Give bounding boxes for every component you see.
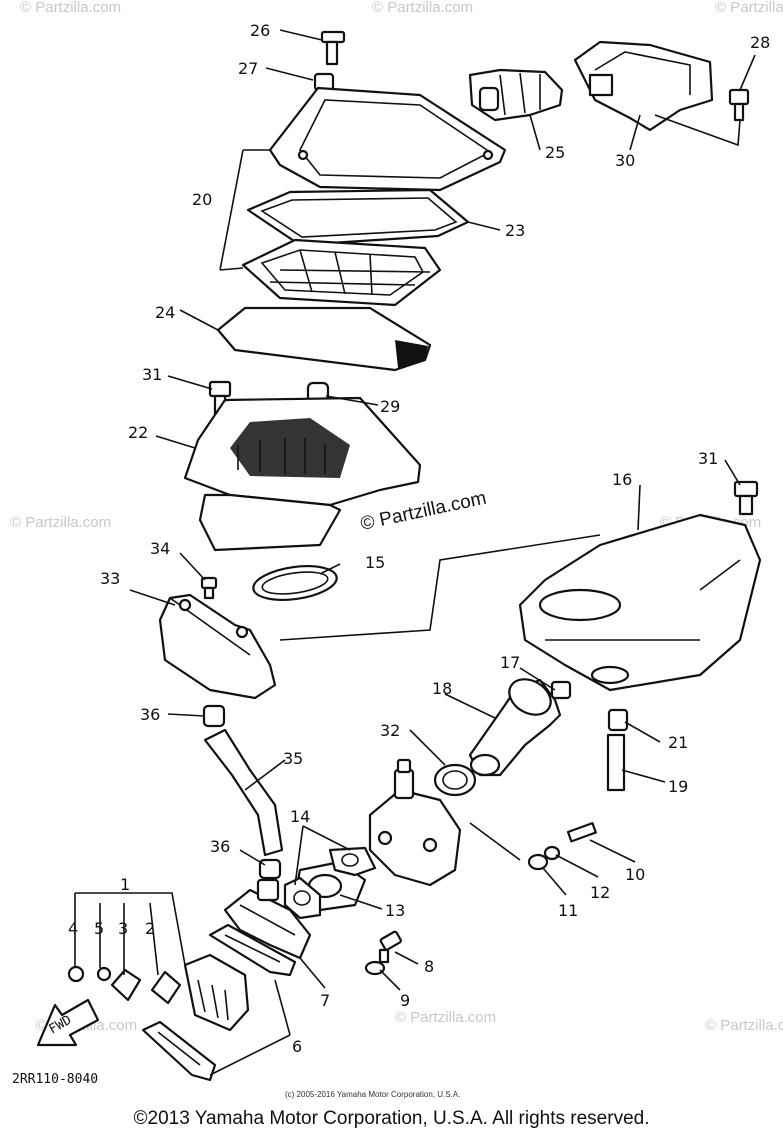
callout-24: 24 — [155, 303, 175, 322]
callout-7: 7 — [320, 991, 330, 1010]
callout-9: 9 — [400, 991, 410, 1010]
watermark-faint: © Partzilla.com — [20, 0, 121, 16]
watermark-faint: © Partzilla.com — [705, 1017, 783, 1034]
screw-4 — [67, 965, 85, 983]
filter-foam-24 — [216, 306, 432, 372]
bolt-34 — [200, 576, 218, 600]
hose-35 — [203, 728, 284, 857]
carburetor-joint-18 — [468, 678, 562, 777]
stopper-3 — [110, 968, 142, 1002]
fwd-arrow: FWD — [36, 998, 100, 1047]
intake-duct-25 — [468, 68, 564, 122]
callout-12: 12 — [590, 883, 610, 902]
footer-copyright: ©2013 Yamaha Motor Corporation, U.S.A. A… — [133, 1108, 650, 1129]
callout-33: 33 — [100, 569, 120, 588]
callout-15: 15 — [365, 553, 385, 572]
watermark-faint: © Partzilla.com — [10, 514, 111, 531]
callout-26: 26 — [250, 21, 270, 40]
watermark-faint: © Partzilla.com — [395, 1009, 496, 1026]
callout-19: 19 — [668, 777, 688, 796]
drawing-code: 2RR110-8040 — [12, 1072, 98, 1087]
clamp-36-bottom — [258, 858, 282, 880]
callout-31: 31 — [698, 449, 718, 468]
clamp-36-top — [202, 704, 226, 728]
gasket-14 — [328, 846, 377, 877]
washer-9 — [364, 960, 386, 976]
callout-27: 27 — [238, 59, 258, 78]
washer-12 — [543, 845, 561, 861]
callout-28: 28 — [750, 33, 770, 52]
callout-11: 11 — [558, 901, 578, 920]
callout-30: 30 — [615, 151, 635, 170]
callout-4: 4 — [68, 919, 78, 938]
cover-33 — [158, 593, 277, 700]
intake-silencer-30 — [573, 40, 714, 132]
gasket-6-upper — [208, 923, 297, 977]
callout-23: 23 — [505, 221, 525, 240]
gasket-14-b — [283, 876, 322, 920]
bolt-28 — [728, 88, 750, 122]
callout-14: 14 — [290, 807, 310, 826]
callout-29: 29 — [380, 397, 400, 416]
watermark-faint: © Partzilla.com — [715, 0, 783, 16]
gasket-15 — [252, 565, 338, 601]
manifold-7 — [223, 878, 312, 960]
callout-36: 36 — [210, 837, 230, 856]
callout-13: 13 — [385, 901, 405, 920]
clamp-32 — [433, 763, 477, 797]
air-filter-element — [241, 238, 442, 307]
callout-2: 2 — [145, 919, 155, 938]
callout-22: 22 — [128, 423, 148, 442]
air-box-cover-20 — [268, 86, 507, 192]
watermark-faint: © Partzilla.com — [372, 0, 473, 16]
callout-10: 10 — [625, 865, 645, 884]
callout-34: 34 — [150, 539, 170, 558]
callout-16: 16 — [612, 470, 632, 489]
washer-5 — [96, 966, 112, 982]
callout-8: 8 — [424, 957, 434, 976]
bolt-8 — [378, 930, 402, 964]
reed-2 — [150, 970, 182, 1005]
callout-5: 5 — [94, 919, 104, 938]
callout-25: 25 — [545, 143, 565, 162]
callout-20: 20 — [192, 190, 212, 209]
callout-21: 21 — [668, 733, 688, 752]
gasket-23 — [246, 188, 470, 247]
watermark-center: © Partzilla.com — [359, 488, 489, 535]
callout-1: 1 — [120, 875, 130, 894]
callout-6: 6 — [292, 1037, 302, 1056]
callout-18: 18 — [432, 679, 452, 698]
callout-17: 17 — [500, 653, 520, 672]
carburetor — [368, 758, 462, 887]
callout-3: 3 — [118, 919, 128, 938]
grommet-21 — [607, 708, 629, 732]
air-box-16 — [518, 513, 762, 692]
reed-valve-1 — [183, 953, 250, 1032]
bolt-10 — [566, 822, 597, 843]
air-box-case-22 — [183, 396, 422, 552]
callout-35: 35 — [283, 749, 303, 768]
callout-labels: 1 2 3 4 5 6 7 8 9 10 11 12 13 14 15 16 1… — [68, 21, 770, 1056]
drain-19 — [606, 733, 626, 792]
grommet-17 — [550, 680, 572, 700]
callout-31: 31 — [142, 365, 162, 384]
washer-11 — [527, 853, 549, 871]
callout-36: 36 — [140, 705, 160, 724]
small-copyright: (c) 2005-2016 Yamaha Motor Corporation, … — [285, 1090, 460, 1099]
bolt-31-right — [733, 480, 759, 516]
leader-lines — [74, 29, 756, 1076]
gasket-6-lower — [141, 1020, 217, 1082]
callout-32: 32 — [380, 721, 400, 740]
bolt-26 — [320, 30, 346, 66]
